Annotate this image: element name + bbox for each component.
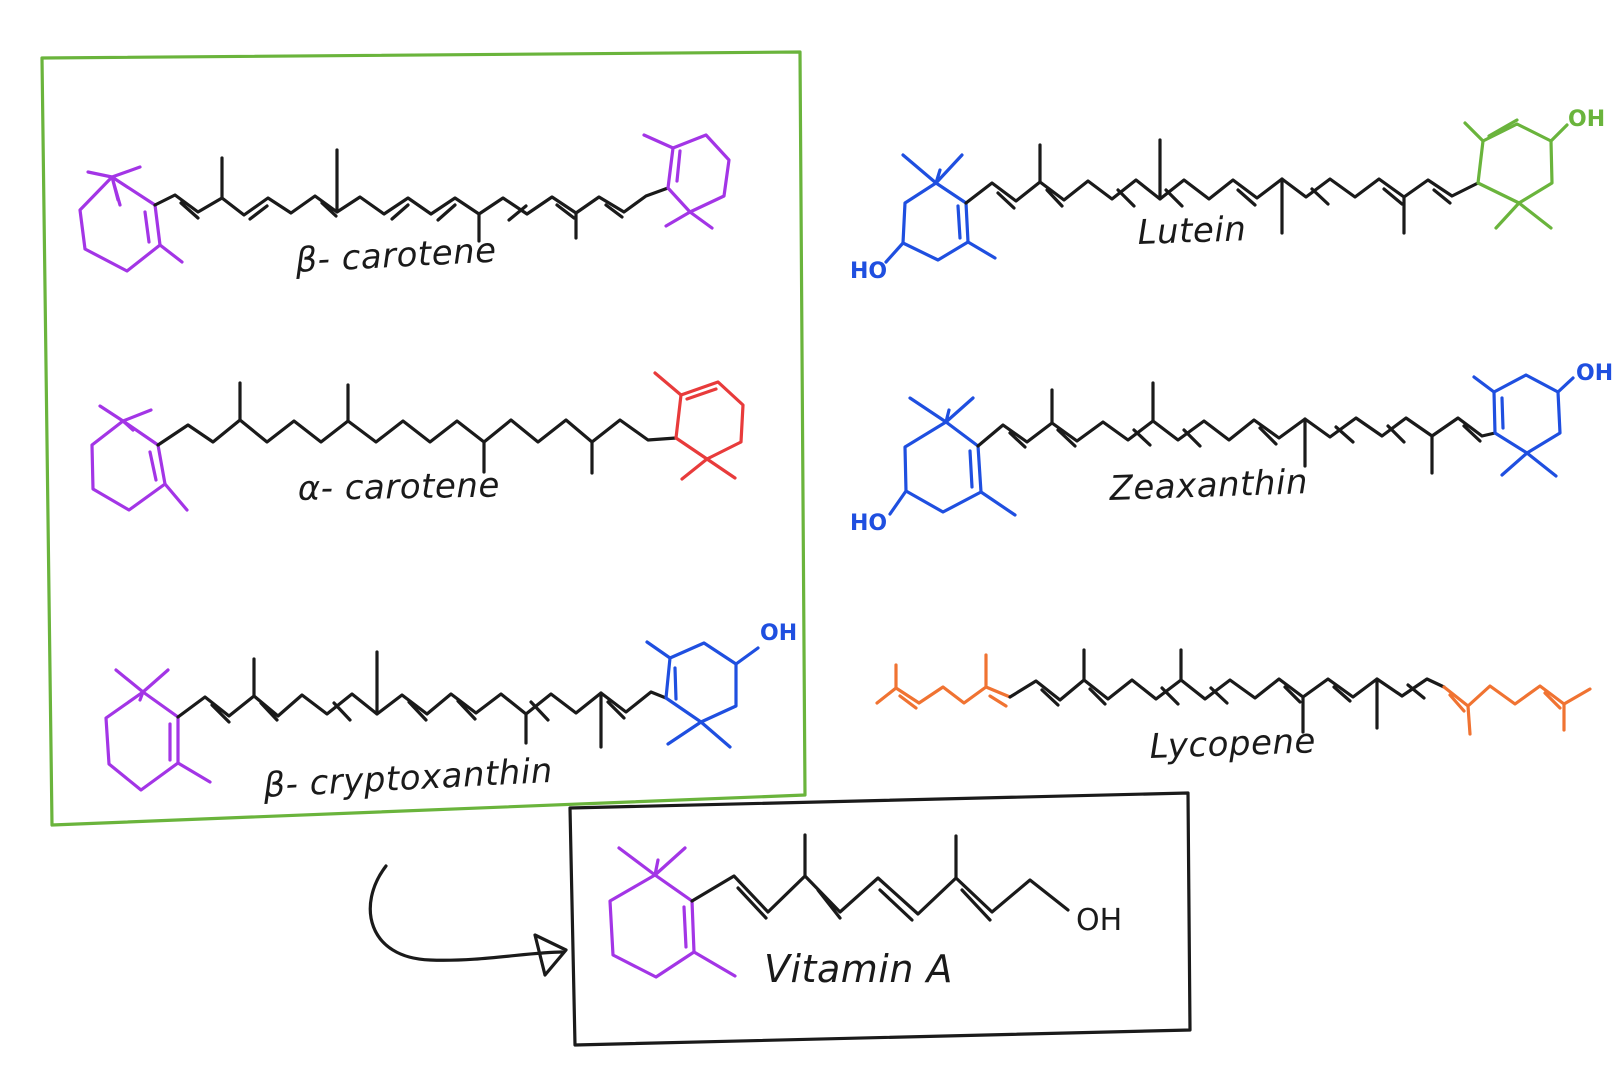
alpha-carotene-structure: α- carotene <box>90 371 745 512</box>
alpha-carotene-chain <box>156 381 678 475</box>
zeaxanthin-structure: HO OH Zeaxanthin <box>850 361 1613 536</box>
lutein-ho-label: HO <box>850 259 887 284</box>
zeaxanthin-oh-label: OH <box>1576 361 1613 386</box>
beta-carotene-structure: β- carotene <box>78 133 731 282</box>
beta-ionone-ring-right <box>642 133 731 230</box>
vitamin-a-chain <box>690 833 1070 922</box>
vitamin-a-box <box>568 791 1192 1047</box>
beta-carotene-label: β- carotene <box>293 231 497 282</box>
vitamin-a-label: Vitamin A <box>764 947 953 991</box>
zeaxanthin-ho-label: HO <box>850 511 887 536</box>
beta-cryptoxanthin-label: β- cryptoxanthin <box>261 751 553 806</box>
lutein-chain <box>964 138 1480 235</box>
epsilon-ring-alpha <box>653 371 745 481</box>
beta-carotene-chain <box>153 148 670 243</box>
vitamin-a-structure: OH Vitamin A <box>608 833 1122 991</box>
lutein-end-ring <box>1463 118 1569 230</box>
alpha-carotene-label: α- carotene <box>297 465 500 509</box>
lycopene-structure: Lycopene <box>875 648 1592 767</box>
beta-ionone-ring-left <box>78 165 184 273</box>
hydroxy-ring-crypto <box>645 640 760 749</box>
lutein-label: Lutein <box>1137 209 1247 253</box>
beta-ionone-ring-crypto <box>104 668 212 792</box>
beta-ionone-ring-vitamin-a <box>608 846 737 979</box>
vitamin-a-oh-label: OH <box>1076 903 1122 938</box>
lutein-oh-label: OH <box>1568 107 1605 132</box>
hydroxy-ring-zeaxanthin-right <box>1472 373 1575 478</box>
lycopene-right-end <box>1442 684 1592 736</box>
hydroxy-ring-zeaxanthin-left <box>888 396 1017 517</box>
conversion-arrow-icon <box>368 864 568 977</box>
lutein-structure: HO OH Lutein <box>850 107 1605 284</box>
hydroxy-ring-lutein <box>884 153 997 264</box>
provitamin-a-box <box>40 50 807 827</box>
beta-ionone-ring-alpha <box>90 404 189 512</box>
lycopene-label: Lycopene <box>1149 721 1317 767</box>
lycopene-left-end <box>875 653 1012 710</box>
beta-cryptoxanthin-chain <box>176 650 668 749</box>
crypto-oh-label: OH <box>760 621 797 646</box>
zeaxanthin-label: Zeaxanthin <box>1108 462 1309 509</box>
beta-cryptoxanthin-structure: OH β- cryptoxanthin <box>104 621 797 806</box>
lycopene-chain <box>1008 648 1446 734</box>
zeaxanthin-chain <box>976 381 1497 475</box>
